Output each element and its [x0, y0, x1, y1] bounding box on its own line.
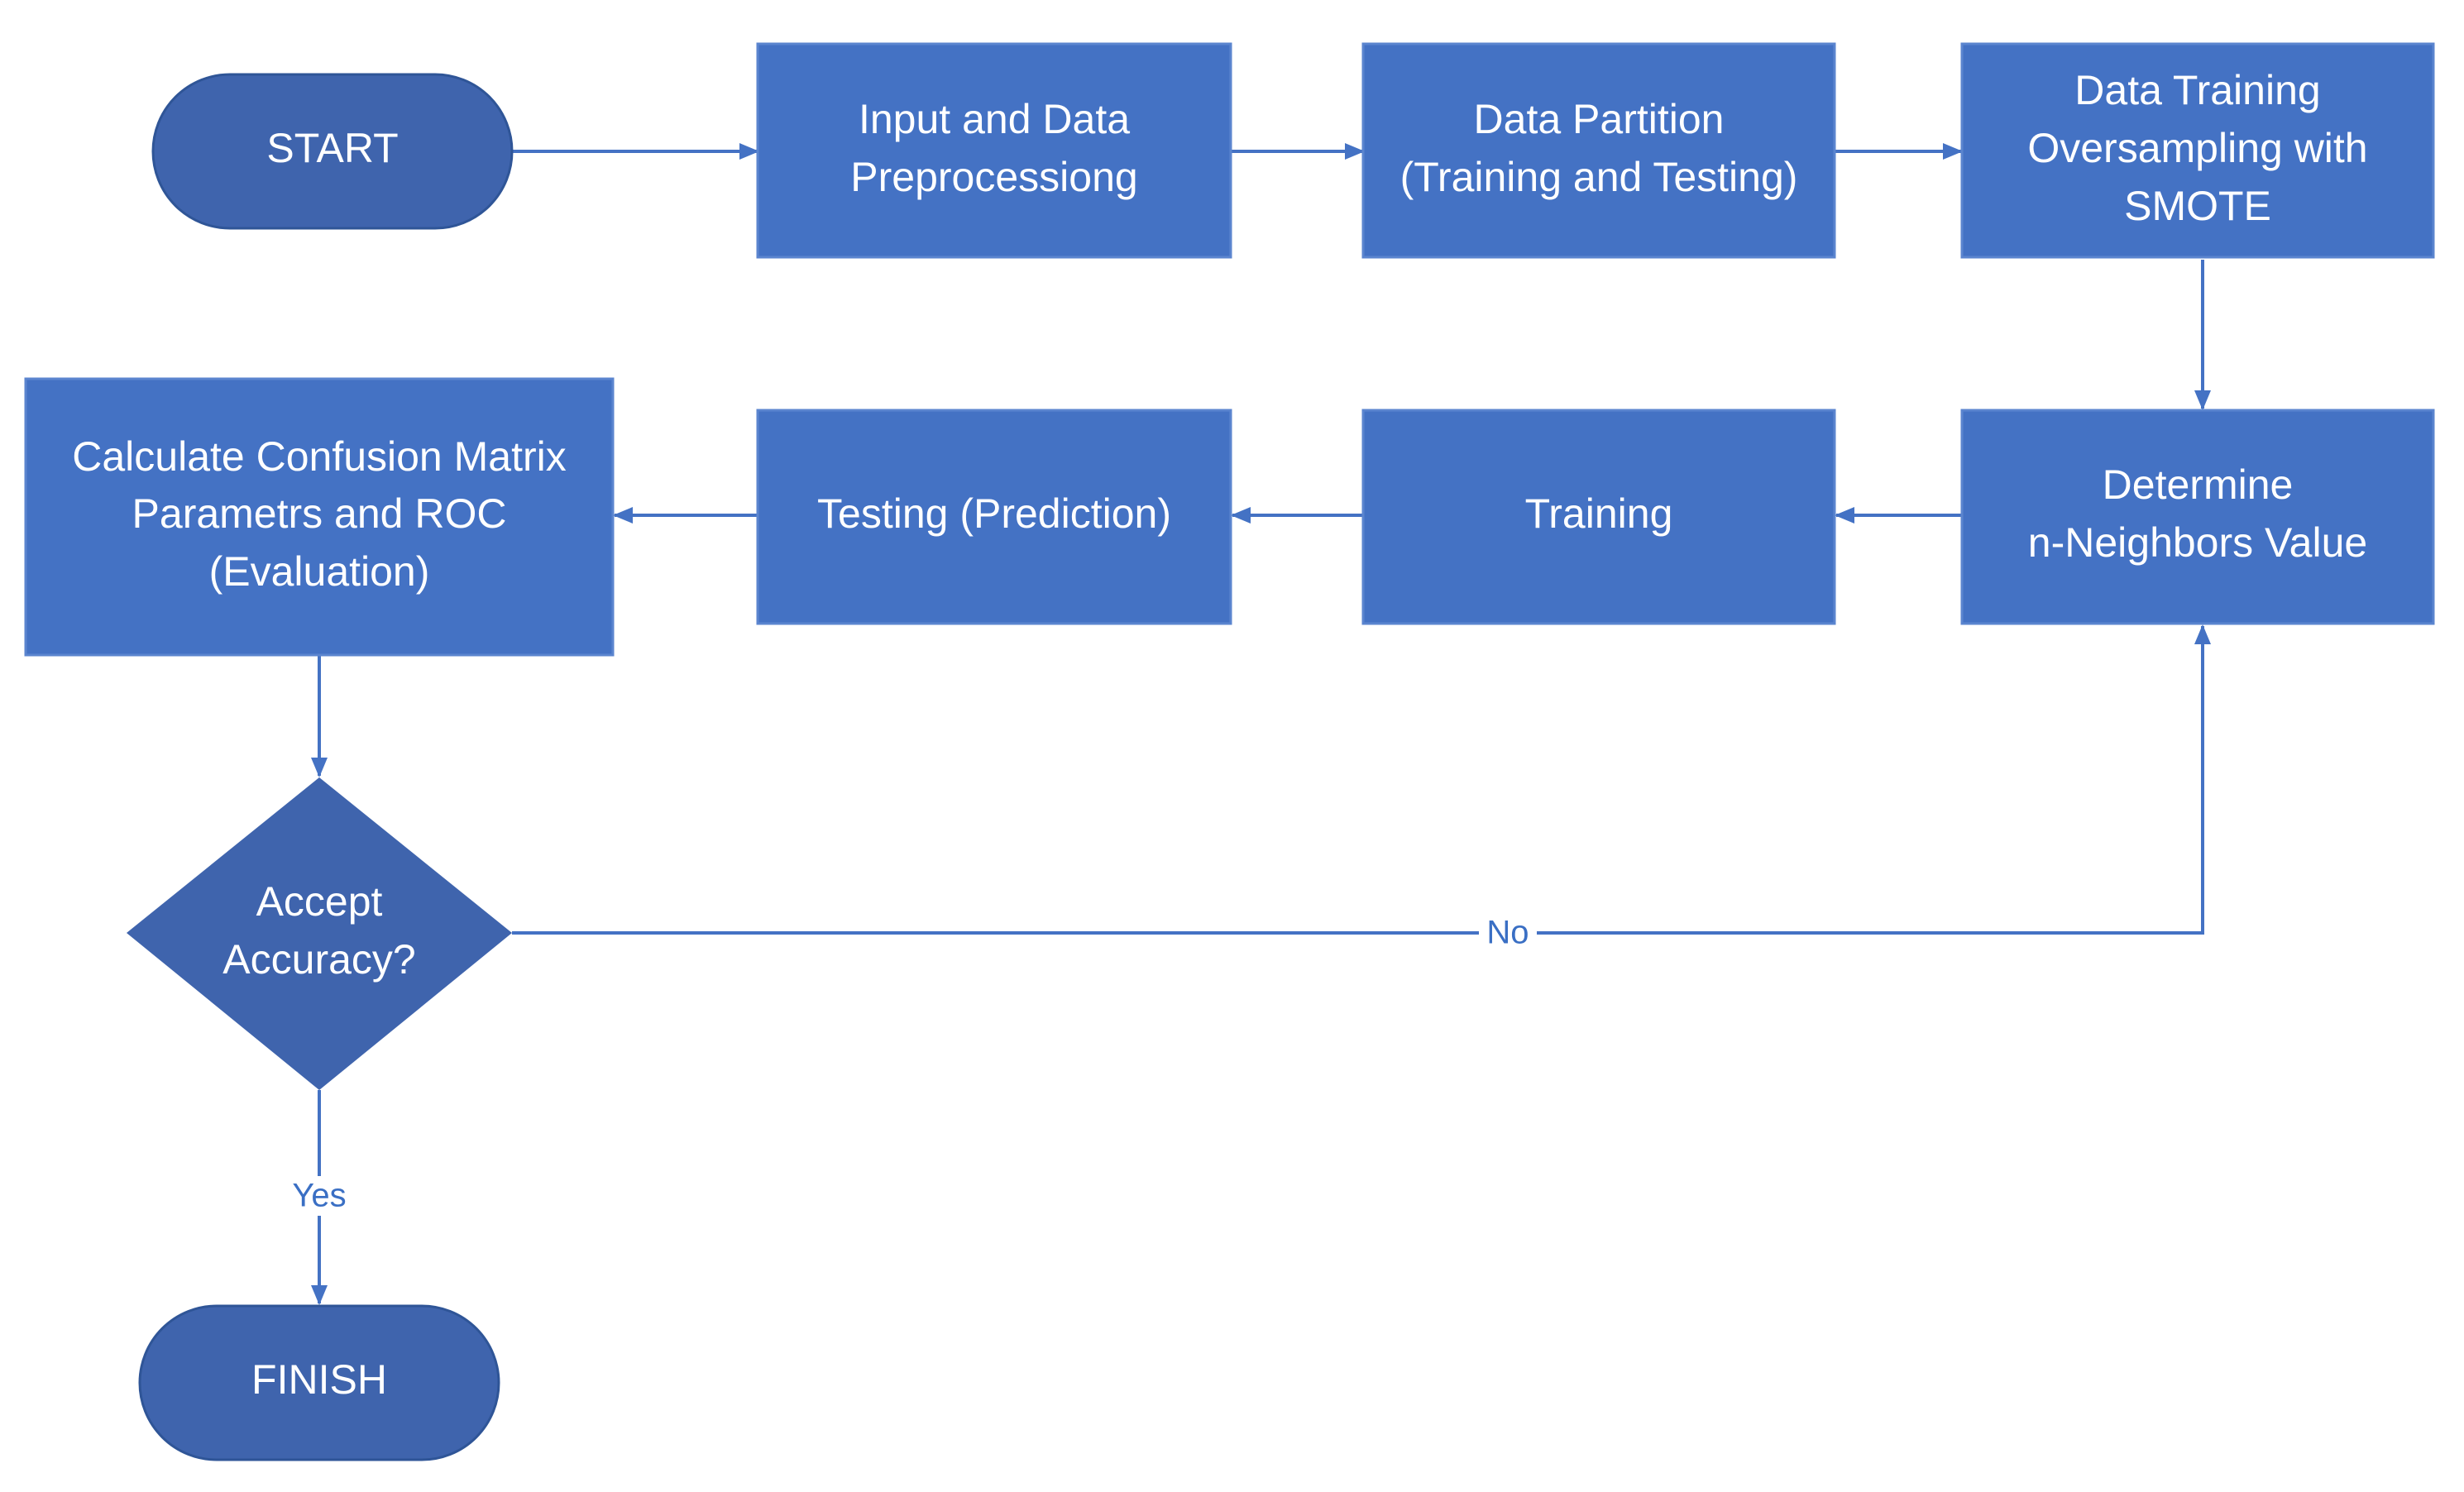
accuracy-decision: Accept Accuracy?: [127, 777, 512, 1090]
smote-line-2: Oversampling with: [2027, 125, 2367, 171]
testing-box: Testing (Prediction): [756, 409, 1232, 625]
smote-line-3: SMOTE: [2124, 183, 2271, 229]
smote-line-1: Data Training: [2074, 67, 2320, 113]
finish-label: FINISH: [251, 1356, 387, 1403]
partition-box: Data Partition (Training and Testing): [1361, 42, 1836, 259]
connectors: [311, 143, 2211, 1305]
decision-line-2: Accuracy?: [222, 936, 415, 983]
start-terminal: START: [151, 73, 514, 230]
preprocess-line-2: Preprocessiong: [850, 154, 1137, 200]
partition-line-2: (Training and Testing): [1400, 154, 1798, 200]
neighbors-line-2: n-Neighbors Value: [2028, 519, 2367, 566]
preprocess-box: Input and Data Preprocessiong: [756, 42, 1232, 259]
yes-label-text: Yes: [292, 1178, 346, 1214]
yes-edge-label: Yes: [285, 1176, 354, 1216]
neighbors-line-1: Determine: [2103, 461, 2294, 508]
no-edge-label: No: [1479, 913, 1537, 953]
evaluation-line-2: Parametrs and ROC: [132, 490, 507, 537]
arrow-decision-no-to-neighbors: [512, 624, 2211, 935]
finish-terminal: FINISH: [138, 1304, 500, 1461]
decision-line-1: Accept: [256, 878, 383, 925]
training-label: Training: [1525, 490, 1673, 537]
testing-label: Testing (Prediction): [817, 490, 1171, 537]
evaluation-line-1: Calculate Confusion Matrix: [72, 433, 567, 480]
training-box: Training: [1361, 409, 1836, 625]
smote-box: Data Training Oversampling with SMOTE: [1960, 42, 2435, 259]
neighbors-box: Determine n-Neighbors Value: [1960, 409, 2435, 625]
partition-line-1: Data Partition: [1474, 96, 1725, 142]
no-label-text: No: [1486, 915, 1529, 951]
evaluation-box: Calculate Confusion Matrix Parametrs and…: [24, 377, 615, 657]
preprocess-line-1: Input and Data: [859, 96, 1130, 142]
evaluation-line-3: (Evaluation): [209, 548, 430, 595]
start-label: START: [266, 125, 398, 171]
